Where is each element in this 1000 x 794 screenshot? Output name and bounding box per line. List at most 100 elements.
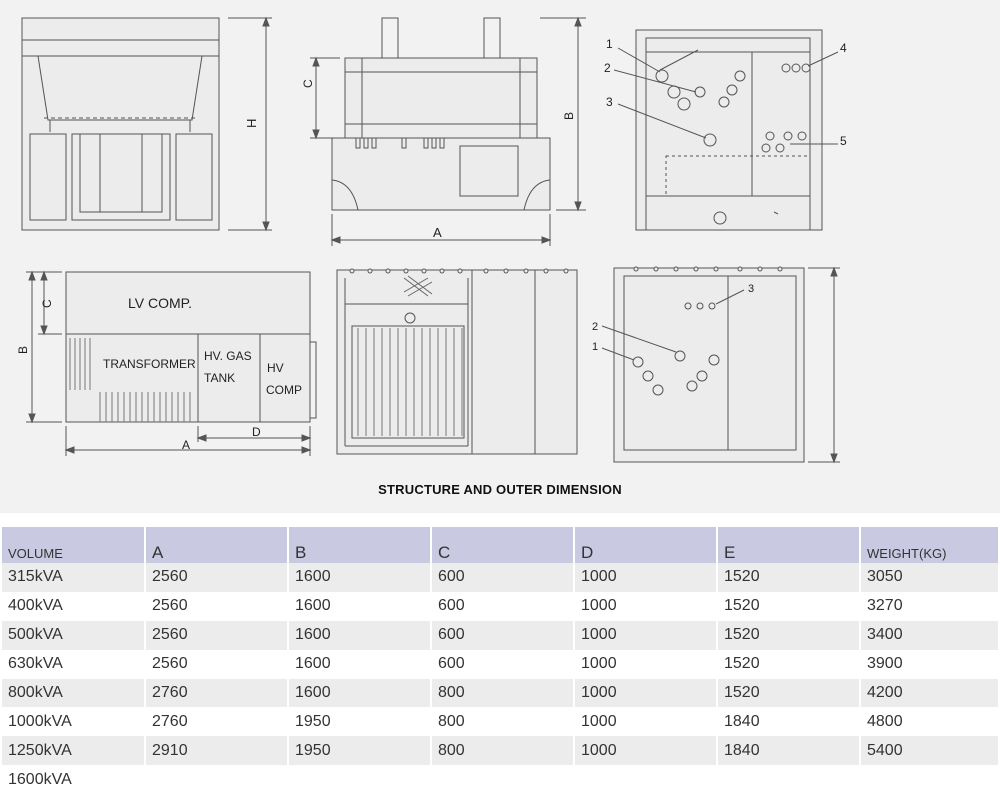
cell-a: 2760 — [144, 707, 288, 737]
cell-weight: 4800 — [859, 707, 998, 737]
cell-volume: 800kVA — [2, 678, 145, 708]
dim-label-a-side: A — [433, 225, 442, 240]
callout-b3: 3 — [748, 283, 754, 295]
table-row: 1250kVA 2910 1950 800 1000 1840 5400 — [2, 736, 998, 766]
cell-weight: 3900 — [859, 649, 998, 679]
cell-e: 1520 — [716, 649, 860, 679]
table-row: 400kVA 2560 1600 600 1000 1520 3270 — [2, 591, 998, 621]
cell-a: 2560 — [144, 591, 288, 621]
cell-volume: 1000kVA — [2, 707, 145, 737]
table-row: 630kVA 2560 1600 600 1000 1520 3900 — [2, 649, 998, 679]
callout-1: 1 — [606, 37, 613, 51]
cell-e: 1520 — [716, 563, 860, 592]
dim-label-c-side: C — [301, 79, 315, 88]
table-row: 315kVA 2560 1600 600 1000 1520 3050 — [2, 563, 998, 592]
dim-label-d-plan: D — [252, 425, 261, 439]
cell-b: 1950 — [287, 707, 431, 737]
cell-c: 800 — [430, 678, 574, 708]
cell-a — [144, 765, 288, 794]
cell-b: 1600 — [287, 563, 431, 592]
cell-b: 1950 — [287, 736, 431, 766]
cell-c: 600 — [430, 591, 574, 621]
lv-comp-label: LV COMP. — [128, 295, 192, 311]
header-weight: WEIGHT(KG) — [859, 527, 998, 563]
cell-c: 600 — [430, 649, 574, 679]
header-a: A — [144, 527, 288, 563]
cell-b: 1600 — [287, 591, 431, 621]
cell-volume: 400kVA — [2, 591, 145, 621]
drawing-svg: H C B A 1 2 3 4 5 C B D A LV COMP. TRANS… — [16, 16, 847, 464]
cell-weight — [859, 765, 998, 794]
callout-3: 3 — [606, 95, 613, 109]
cell-a: 2560 — [144, 649, 288, 679]
hv-gas-tank-label-line2: TANK — [204, 371, 235, 385]
header-d: D — [573, 527, 717, 563]
cell-b: 1600 — [287, 649, 431, 679]
table-row: 1000kVA 2760 1950 800 1000 1840 4800 — [2, 707, 998, 737]
cell-volume: 500kVA — [2, 620, 145, 650]
transformer-label: TRANSFORMER — [103, 357, 196, 371]
cell-d: 1000 — [573, 678, 717, 708]
cell-weight: 4200 — [859, 678, 998, 708]
cell-a: 2760 — [144, 678, 288, 708]
table-row: 800kVA 2760 1600 800 1000 1520 4200 — [2, 678, 998, 708]
cell-b: 1600 — [287, 678, 431, 708]
dim-label-b-plan: B — [16, 346, 30, 354]
callout-5: 5 — [840, 134, 847, 148]
dim-label-b-side: B — [562, 112, 576, 120]
cell-e: 1520 — [716, 678, 860, 708]
side-view — [310, 16, 586, 246]
dim-label-c-plan: C — [40, 299, 54, 308]
cell-d: 1000 — [573, 707, 717, 737]
table-row: 500kVA 2560 1600 600 1000 1520 3400 — [2, 620, 998, 650]
cell-d: 1000 — [573, 591, 717, 621]
panel-view-bottom — [601, 266, 840, 464]
cell-weight: 3270 — [859, 591, 998, 621]
hv-gas-tank-label-line1: HV. GAS — [204, 349, 252, 363]
cell-b — [287, 765, 431, 794]
front-panel-view — [336, 268, 578, 455]
hv-comp-label-line1: HV — [267, 361, 284, 375]
callout-4: 4 — [840, 41, 847, 55]
cell-d — [573, 765, 717, 794]
cell-e: 1520 — [716, 620, 860, 650]
cell-d: 1000 — [573, 736, 717, 766]
cell-d: 1000 — [573, 649, 717, 679]
cell-e: 1840 — [716, 736, 860, 766]
cell-weight: 3400 — [859, 620, 998, 650]
dim-label-a-plan: A — [182, 438, 190, 452]
header-b: B — [287, 527, 431, 563]
cell-volume: 1250kVA — [2, 736, 145, 766]
cell-a: 2910 — [144, 736, 288, 766]
cell-weight: 3050 — [859, 563, 998, 592]
table-row: 1600kVA — [2, 765, 998, 794]
cell-weight: 5400 — [859, 736, 998, 766]
cell-b: 1600 — [287, 620, 431, 650]
callout-b2: 2 — [592, 321, 598, 333]
cell-c: 600 — [430, 620, 574, 650]
cell-e: 1520 — [716, 591, 860, 621]
header-e: E — [716, 527, 860, 563]
header-c: C — [430, 527, 574, 563]
plan-view — [26, 270, 317, 456]
cell-e — [716, 765, 860, 794]
header-volume: VOLUME — [2, 527, 145, 563]
cell-c: 800 — [430, 736, 574, 766]
technical-drawing: H C B A 1 2 3 4 5 C B D A LV COMP. TRANS… — [0, 0, 1000, 513]
cell-volume: 315kVA — [2, 563, 145, 592]
figure-caption: STRUCTURE AND OUTER DIMENSION — [378, 482, 622, 497]
hv-comp-label-line2: COMP — [266, 383, 302, 397]
cell-c: 800 — [430, 707, 574, 737]
cell-d: 1000 — [573, 620, 717, 650]
dimension-table: VOLUME A B C D E WEIGHT(KG) 315kVA 2560 … — [2, 527, 998, 794]
cell-volume: 1600kVA — [2, 765, 145, 794]
cell-c: 600 — [430, 563, 574, 592]
table-header-row: VOLUME A B C D E WEIGHT(KG) — [2, 527, 998, 563]
cell-d: 1000 — [573, 563, 717, 592]
cell-c — [430, 765, 574, 794]
cell-volume: 630kVA — [2, 649, 145, 679]
cell-a: 2560 — [144, 620, 288, 650]
dim-label-h: H — [244, 119, 259, 128]
cell-e: 1840 — [716, 707, 860, 737]
front-view — [21, 16, 272, 232]
